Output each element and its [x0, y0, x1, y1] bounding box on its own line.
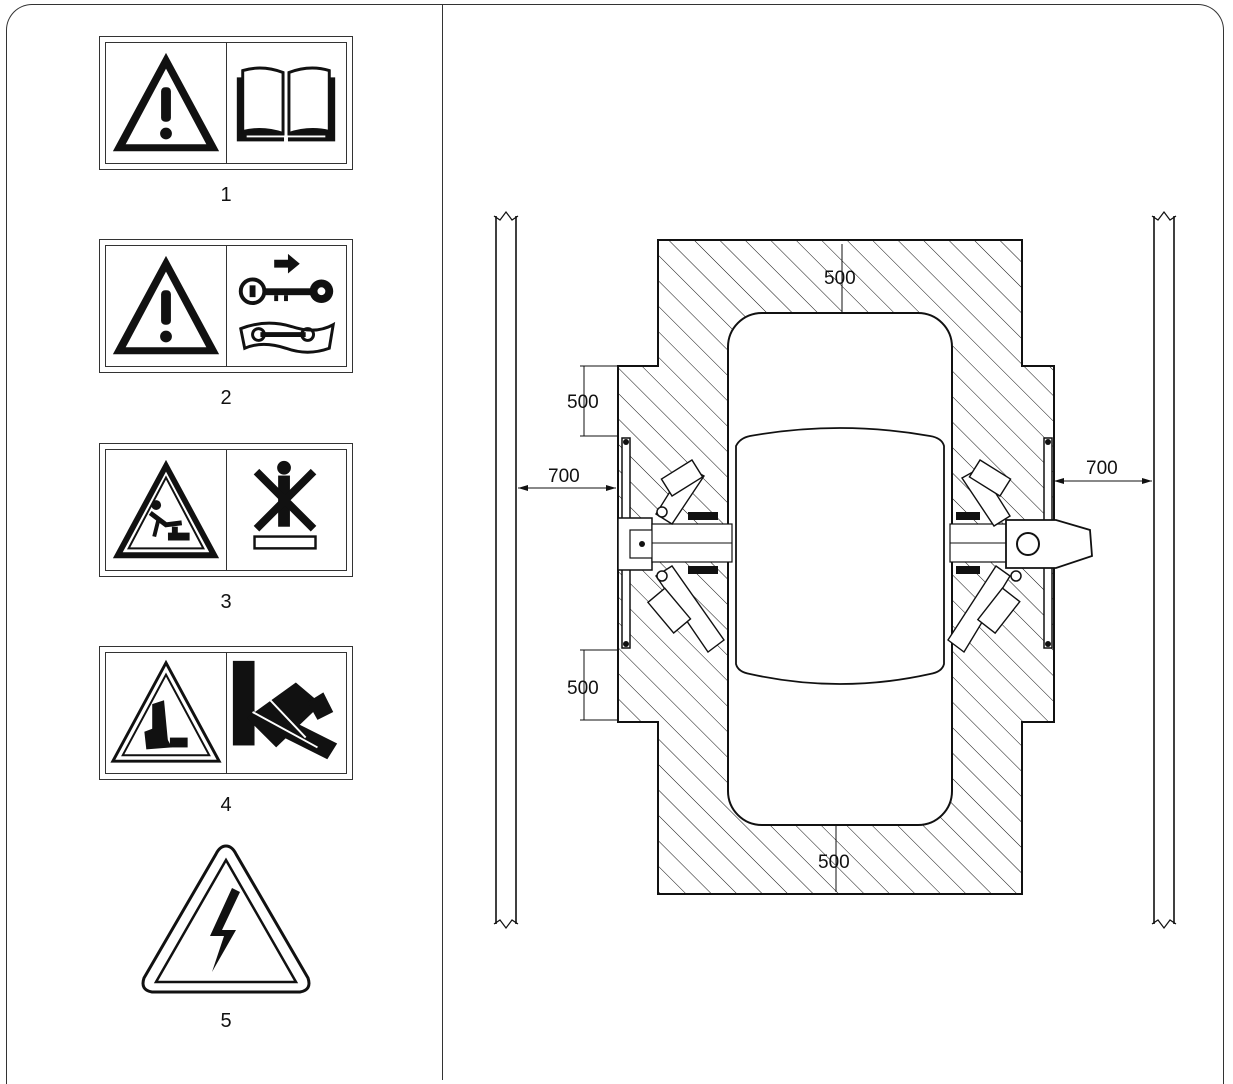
warning-sign-2 — [99, 239, 353, 373]
dimension-bottom-label: 500 — [818, 852, 850, 873]
key-and-manual-icon — [226, 246, 346, 366]
warning-sign-1 — [99, 36, 353, 170]
dimension-left-lower: 500 — [567, 649, 618, 721]
sign-number-1: 1 — [220, 184, 232, 206]
vehicle-roof — [735, 427, 945, 685]
dimension-top: 500 — [824, 244, 856, 312]
warning-sign-3 — [99, 443, 353, 577]
dimension-right-side-label: 700 — [1086, 458, 1118, 479]
sign-number-3: 3 — [220, 591, 232, 613]
fall-hazard-icon — [106, 450, 227, 570]
right-wall — [1151, 211, 1177, 929]
dimension-top-label: 500 — [824, 268, 856, 289]
sign-number-4: 4 — [220, 794, 232, 816]
dimension-left-side-label: 700 — [548, 466, 580, 487]
left-lift-column — [617, 437, 733, 653]
high-voltage-icon — [136, 840, 316, 1000]
manual-book-icon — [226, 43, 346, 163]
warning-sign-4 — [99, 646, 353, 780]
safety-signs-panel: 1 — [0, 0, 442, 1080]
lift-clearance-diagram: 500 500 500 500 700 700 — [450, 200, 1210, 940]
right-lift-column — [947, 437, 1093, 654]
left-wall — [493, 211, 519, 929]
no-person-under-lift-icon — [226, 450, 346, 570]
crush-hazard-icon — [106, 653, 227, 773]
panel-divider — [442, 4, 443, 1080]
dimension-right-side: 700 — [1054, 458, 1152, 484]
dimension-left-upper: 500 — [567, 365, 618, 437]
warning-triangle-icon — [106, 246, 227, 366]
sign-number-5: 5 — [220, 1010, 232, 1032]
dimension-left-lower-label: 500 — [567, 678, 599, 699]
dimension-bottom: 500 — [818, 826, 850, 892]
dimension-left-side: 700 — [518, 466, 616, 491]
warning-triangle-icon — [106, 43, 227, 163]
dimension-left-upper-label: 500 — [567, 392, 599, 413]
sign-number-2: 2 — [220, 387, 232, 409]
figure-frame — [6, 4, 1224, 1084]
arm-crush-icon — [226, 653, 346, 773]
